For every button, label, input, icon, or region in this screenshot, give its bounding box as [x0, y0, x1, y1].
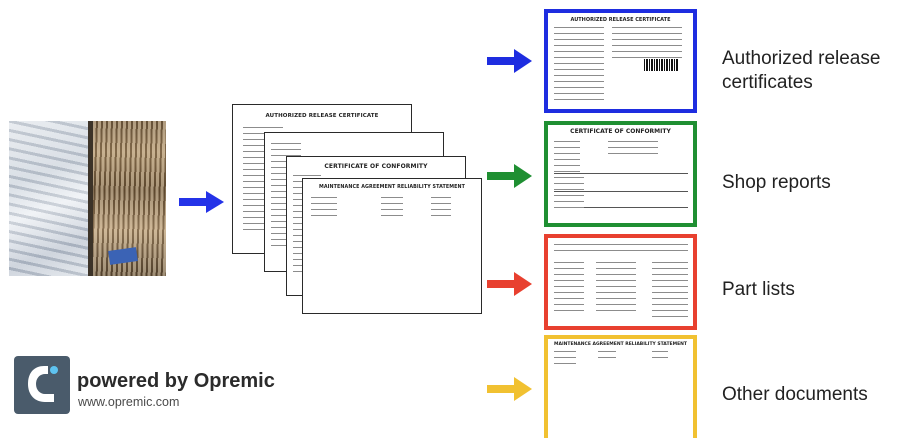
sheet-4-title: MAINTENANCE AGREEMENT RELIABILITY STATEM…	[318, 185, 466, 190]
sheet-3-title: CERTIFICATE OF CONFORMITY	[324, 163, 428, 170]
card-shop-reports: CERTIFICATE OF CONFORMITY	[544, 121, 697, 227]
arrow-shop-reports	[487, 164, 532, 188]
logo-url[interactable]: www.opremic.com	[78, 395, 180, 409]
card-part-lists	[544, 234, 697, 330]
input-arrow	[179, 191, 224, 213]
archive-boxes-photo	[9, 121, 166, 276]
card-authorized-release: AUTHORIZED RELEASE CERTIFICATE	[544, 9, 697, 113]
label-other-documents: Other documents	[722, 384, 868, 405]
arrow-part-lists	[487, 272, 532, 296]
document-sheet-4: MAINTENANCE AGREEMENT RELIABILITY STATEM…	[302, 178, 482, 314]
card-2-doc-title: CERTIFICATE OF CONFORMITY	[570, 128, 671, 135]
opremic-logo-icon	[14, 356, 70, 414]
sheet-1-title: AUTHORIZED RELEASE CERTIFICATE	[265, 113, 379, 119]
arrow-shaft	[487, 57, 515, 65]
label-shop-reports: Shop reports	[722, 172, 831, 193]
label-part-lists: Part lists	[722, 279, 795, 300]
card-4-doc-title: MAINTENANCE AGREEMENT RELIABILITY STATEM…	[554, 342, 687, 347]
logo-title: powered by Opremic	[77, 370, 275, 392]
card-other-documents: MAINTENANCE AGREEMENT RELIABILITY STATEM…	[544, 335, 697, 438]
barcode	[644, 59, 678, 71]
arrow-other-documents	[487, 377, 532, 401]
arrow-authorized-release	[487, 49, 532, 73]
card-1-doc-title: AUTHORIZED RELEASE CERTIFICATE	[570, 17, 671, 23]
label-authorized-release: Authorized release certificates	[722, 48, 881, 93]
